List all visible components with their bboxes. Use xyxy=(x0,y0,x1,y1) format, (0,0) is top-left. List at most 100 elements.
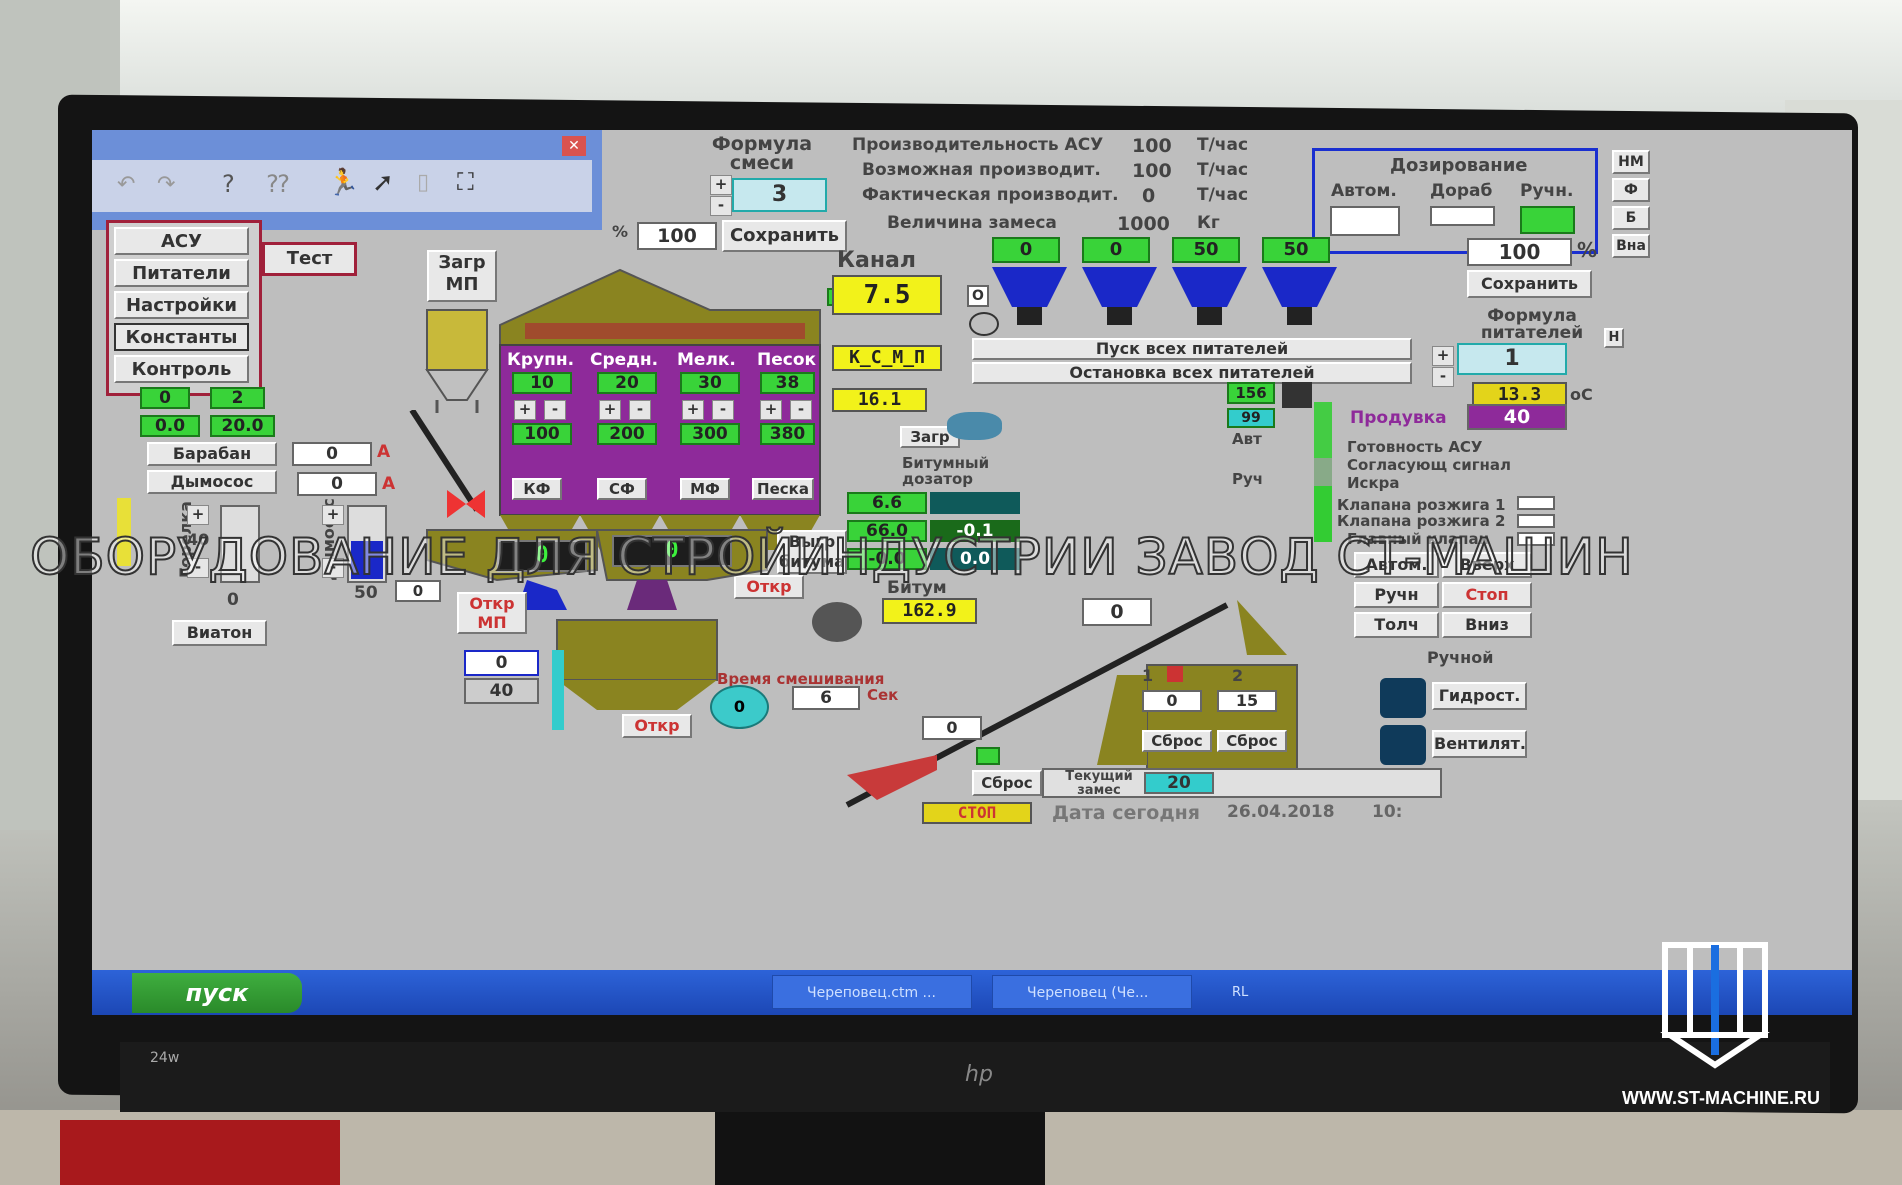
b-button[interactable]: Б xyxy=(1612,206,1650,230)
help-icon[interactable]: ? xyxy=(222,170,235,198)
control-down-button[interactable]: Вниз xyxy=(1442,612,1532,638)
formula-value[interactable]: 3 xyxy=(732,178,827,212)
stop-all-feeders-button[interactable]: Остановка всех питателей xyxy=(972,362,1412,384)
start-button[interactable]: пуск xyxy=(132,973,302,1013)
feeders-formula-minus-button[interactable]: - xyxy=(1432,367,1454,387)
scale-1-value: 0 xyxy=(1142,690,1202,712)
nav-control-button[interactable]: Контроль xyxy=(114,355,249,383)
control-auto-button[interactable]: Автом. xyxy=(1354,552,1439,578)
control-jog-button[interactable]: Толч xyxy=(1354,612,1439,638)
bitumen-open-button[interactable]: Откр xyxy=(734,575,804,599)
feeders-save-button[interactable]: Сохранить xyxy=(1467,270,1592,298)
burner-plus-button[interactable]: + xyxy=(187,505,209,525)
dosing-auto-button[interactable] xyxy=(1330,206,1400,236)
bitumen-value-4: -0.0 xyxy=(847,548,927,570)
control-manual-button[interactable]: Ручн xyxy=(1354,582,1439,608)
start-all-feeders-button[interactable]: Пуск всех питателей xyxy=(972,338,1412,360)
page-icon[interactable]: ▯ xyxy=(417,170,430,195)
drum-button[interactable]: Барабан xyxy=(147,442,277,466)
formula-title: Формула смеси xyxy=(711,133,813,174)
dosing-refine-button[interactable] xyxy=(1430,206,1495,226)
language-indicator[interactable]: RL xyxy=(1232,985,1249,1000)
bitumen-unload-button[interactable]: Выгр битума xyxy=(777,530,847,574)
dosing-title: Дозирование xyxy=(1390,155,1528,176)
formula-save-button[interactable]: Сохранить xyxy=(722,220,847,252)
smoke-plus-button[interactable]: + xyxy=(322,505,344,525)
prod-value: 0 xyxy=(1142,185,1156,207)
smoke-level[interactable]: 50 xyxy=(354,583,378,603)
undo-icon[interactable]: ↶ xyxy=(117,172,136,197)
vna-button[interactable]: Вна xyxy=(1612,234,1650,258)
viaton-button[interactable]: Виатон xyxy=(172,620,267,646)
context-help-icon[interactable]: ⁇ xyxy=(267,170,290,198)
nm-button[interactable]: НМ xyxy=(1612,150,1650,174)
run-icon[interactable]: 🏃 xyxy=(327,168,360,198)
smoke-exhauster-button[interactable]: Дымосос xyxy=(147,470,277,494)
scale-2-reset-button[interactable]: Сброс xyxy=(1217,730,1287,752)
nav-feeders-button[interactable]: Питатели xyxy=(114,259,249,287)
mixer-open-button[interactable]: Откр xyxy=(622,714,692,738)
feeders-formula-plus-button[interactable]: + xyxy=(1432,346,1454,366)
feeders-percent-input[interactable]: 100 xyxy=(1467,238,1572,266)
feeder-o-circle[interactable] xyxy=(969,312,999,336)
bin-plus-button[interactable]: + xyxy=(514,400,536,420)
feeders-h-button[interactable]: Н xyxy=(1604,328,1624,348)
bin-out-button[interactable]: СФ xyxy=(597,478,647,500)
reset-button[interactable]: Сброс xyxy=(972,770,1042,796)
dosing-manual-button[interactable] xyxy=(1520,206,1575,234)
bin-green-value[interactable]: 10 xyxy=(512,372,572,394)
bin-out-button[interactable]: КФ xyxy=(512,478,562,500)
smoke-minus-button[interactable]: - xyxy=(322,558,344,578)
prod-unit: Т/час xyxy=(1197,185,1249,205)
main-valve-label: Главный клапан xyxy=(1347,530,1489,548)
redo-icon[interactable]: ↷ xyxy=(157,172,176,197)
fullscreen-icon[interactable]: ⛶ xyxy=(457,168,474,196)
open-mp-button[interactable]: Откр МП xyxy=(457,592,527,634)
feeder-o-button[interactable]: О xyxy=(967,285,989,307)
load-mp-button[interactable]: Загр МП xyxy=(427,250,497,302)
taskbar-item[interactable]: Череповец.ctm ... xyxy=(772,975,972,1009)
nav-asu-button[interactable]: АСУ xyxy=(114,227,249,255)
bin-out-button[interactable]: МФ xyxy=(680,478,730,500)
bin-minus-button[interactable]: - xyxy=(544,400,566,420)
formula-minus-button[interactable]: - xyxy=(710,196,732,216)
bin-green-value[interactable]: 38 xyxy=(760,372,815,394)
bitumen-load-button[interactable]: Загр xyxy=(900,426,960,448)
bin-plus-button[interactable]: + xyxy=(682,400,704,420)
feeder-value[interactable]: 50 xyxy=(1172,237,1240,263)
control-up-button[interactable]: Вверх xyxy=(1442,552,1532,578)
bin-plus-button[interactable]: + xyxy=(599,400,621,420)
nav-settings-button[interactable]: Настройки xyxy=(114,291,249,319)
bin-green-value[interactable]: 30 xyxy=(680,372,740,394)
fan-button[interactable]: Вентилят. xyxy=(1432,730,1527,758)
taskbar-item[interactable]: Череповец (Че... xyxy=(992,975,1192,1009)
feeder-value[interactable]: 0 xyxy=(1082,237,1150,263)
prod-unit: Т/час xyxy=(1197,135,1249,155)
f-button[interactable]: Ф xyxy=(1612,178,1650,202)
scale-1-reset-button[interactable]: Сброс xyxy=(1142,730,1212,752)
stop-indicator[interactable]: СТОП xyxy=(922,802,1032,824)
mix-time-value[interactable]: 6 xyxy=(792,686,860,710)
burner-minus-button[interactable]: - xyxy=(187,558,209,578)
close-icon[interactable]: ✕ xyxy=(562,136,586,156)
bin-minus-button[interactable]: - xyxy=(790,400,812,420)
nav-constants-button[interactable]: Константы xyxy=(114,323,249,351)
bin-value: 380 xyxy=(760,423,815,445)
skip-top-value[interactable]: 0 xyxy=(1082,598,1152,626)
control-stop-button[interactable]: Стоп xyxy=(1442,582,1532,608)
formula-plus-button[interactable]: + xyxy=(710,175,732,195)
test-button[interactable]: Тест xyxy=(262,242,357,276)
mixer-display-2: 0 xyxy=(612,535,732,567)
bin-out-button[interactable]: Песка xyxy=(752,478,814,500)
toolbar-window: ✕ ↶ ↷ ? ⁇ 🏃 ➚ ▯ ⛶ xyxy=(92,130,602,230)
bin-plus-button[interactable]: + xyxy=(760,400,782,420)
feeder-value[interactable]: 50 xyxy=(1262,237,1330,263)
hydro-button[interactable]: Гидрост. xyxy=(1432,682,1527,710)
feeders-formula-value[interactable]: 1 xyxy=(1457,343,1567,375)
pointer-icon[interactable]: ➚ xyxy=(372,168,394,198)
bin-green-value[interactable]: 20 xyxy=(597,372,657,394)
feeder-value[interactable]: 0 xyxy=(992,237,1060,263)
bin-minus-button[interactable]: - xyxy=(712,400,734,420)
percent-input[interactable]: 100 xyxy=(637,222,717,250)
bin-minus-button[interactable]: - xyxy=(629,400,651,420)
